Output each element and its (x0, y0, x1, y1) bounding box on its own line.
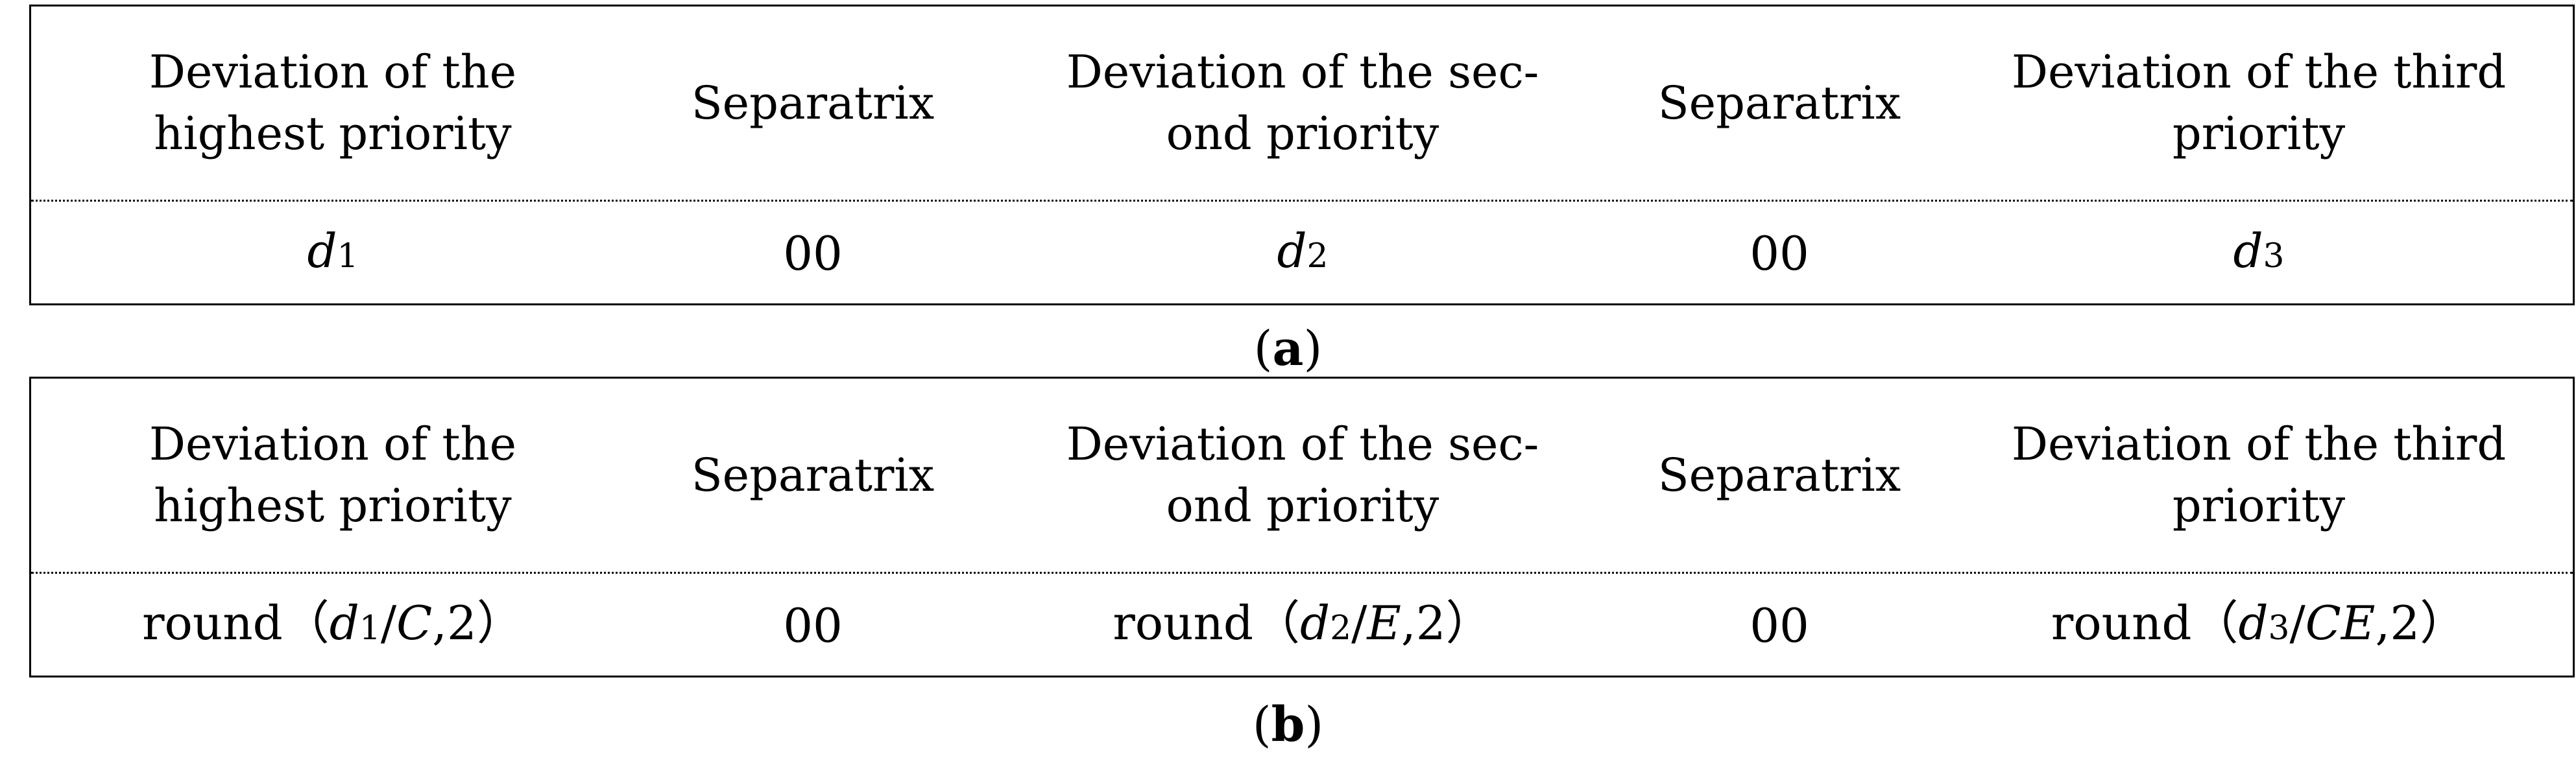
header-cell-separatrix: Separatrix (634, 6, 991, 200)
header-line: Separatrix (691, 76, 935, 130)
header-cell-separatrix: Separatrix (1614, 379, 1945, 572)
digits-arg: ,2 (1401, 596, 1446, 650)
caption-letter: b (1271, 697, 1305, 753)
table-b: Deviation of the highest priority Separa… (29, 377, 2575, 677)
header-cell-highest-priority: Deviation of the highest priority (31, 6, 634, 200)
header-row: Deviation of the highest priority Separa… (31, 379, 2573, 572)
slash: / (2289, 596, 2305, 650)
digits-arg: ,2 (432, 596, 477, 650)
header-cell-third-priority: Deviation of the third priority (1945, 6, 2573, 200)
variable: d (2238, 596, 2269, 650)
caption-close-paren: ) (1303, 321, 1323, 377)
header-cell-separatrix: Separatrix (634, 379, 991, 572)
digits-arg: ,2 (2375, 596, 2420, 650)
function-name: round (2051, 596, 2192, 650)
caption-open-paren: ( (1252, 697, 1271, 753)
value-cell-separatrix: 00 (1750, 226, 1809, 281)
variable: d (1277, 224, 1307, 278)
right-paren: ） (476, 596, 524, 650)
header-line: Deviation of the third (2011, 418, 2507, 471)
header-cell-second-priority: Deviation of the sec- ond priority (991, 379, 1614, 572)
variable: d (2233, 224, 2263, 278)
subscript: 3 (2268, 609, 2290, 648)
header-line: highest priority (154, 479, 512, 532)
header-line: Separatrix (691, 448, 935, 502)
header-line: ond priority (1166, 107, 1439, 160)
variable: d (1300, 596, 1330, 650)
subscript: 2 (1330, 609, 1352, 648)
value-cell-d3: d3 (1945, 202, 2573, 305)
value-cell-separatrix: 00 (1750, 598, 1809, 653)
caption-close-paren: ) (1305, 697, 1324, 753)
subscript: 2 (1306, 237, 1329, 276)
header-line: Deviation of the (149, 418, 517, 471)
value-cell-separatrix: 00 (783, 598, 843, 653)
subscript: 1 (359, 609, 381, 648)
header-cell-second-priority: Deviation of the sec- ond priority (991, 6, 1614, 200)
left-paren: （ (1253, 596, 1300, 650)
slash: / (380, 596, 397, 650)
dotted-divider (31, 572, 2573, 574)
header-line: Deviation of the third (2011, 45, 2507, 99)
divisor: C (396, 596, 433, 650)
header-line: Deviation of the sec- (1066, 418, 1539, 471)
function-name: round (142, 596, 283, 650)
variable: d (307, 224, 337, 278)
header-cell-third-priority: Deviation of the third priority (1945, 379, 2573, 572)
function-name: round (1113, 596, 1253, 650)
subscript: 1 (337, 237, 359, 276)
header-line: priority (2172, 107, 2346, 160)
header-row: Deviation of the highest priority Separa… (31, 6, 2573, 200)
header-line: ond priority (1166, 479, 1439, 532)
caption-open-paren: ( (1253, 321, 1273, 377)
caption-b: (b) (0, 692, 2576, 757)
value-row: round（d1/C,2） 00 round（d2/E,2） 00 round（… (31, 574, 2573, 677)
header-line: Deviation of the (149, 45, 517, 99)
value-cell-round-d2: round（d2/E,2） (991, 574, 1614, 677)
value-cell-d2: d2 (991, 202, 1614, 305)
value-cell-round-d1: round（d1/C,2） (31, 574, 634, 677)
left-paren: （ (282, 596, 330, 650)
value-cell-separatrix: 00 (783, 226, 843, 281)
subscript: 3 (2263, 237, 2285, 276)
header-cell-separatrix: Separatrix (1614, 6, 1945, 200)
caption-letter: a (1272, 321, 1304, 377)
right-paren: ） (1445, 596, 1493, 650)
slash: / (1351, 596, 1367, 650)
variable: d (329, 596, 359, 650)
value-row: d1 00 d2 00 d3 (31, 202, 2573, 305)
divisor: E (1367, 596, 1401, 650)
header-line: Separatrix (1657, 448, 1901, 502)
table-a: Deviation of the highest priority Separa… (29, 5, 2575, 305)
value-cell-round-d3: round（d3/CE,2） (1945, 574, 2573, 677)
header-line: priority (2172, 479, 2346, 532)
caption-a: (a) (0, 316, 2576, 381)
header-line: highest priority (154, 107, 512, 160)
dotted-divider (31, 200, 2573, 202)
right-paren: ） (2420, 596, 2467, 650)
left-paren: （ (2191, 596, 2239, 650)
header-line: Deviation of the sec- (1066, 45, 1539, 99)
divisor: CE (2305, 596, 2376, 650)
value-cell-d1: d1 (31, 202, 634, 305)
header-cell-highest-priority: Deviation of the highest priority (31, 379, 634, 572)
header-line: Separatrix (1657, 76, 1901, 130)
